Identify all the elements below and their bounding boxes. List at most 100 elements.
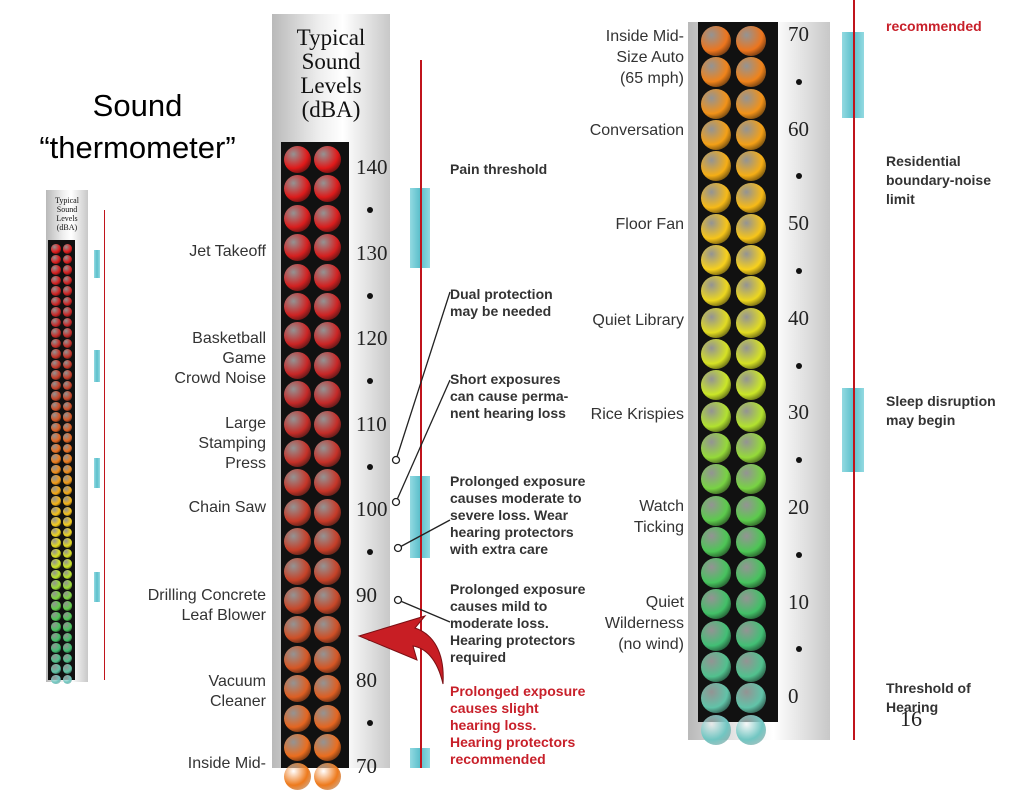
level-dot xyxy=(51,632,61,642)
source-basketball: Basketball Game Crowd Noise xyxy=(174,330,266,387)
level-dot xyxy=(701,88,731,119)
level-dot xyxy=(51,370,61,380)
level-dot xyxy=(51,412,61,422)
level-dot xyxy=(51,580,61,590)
red-arrow-icon xyxy=(357,615,444,685)
level-dot xyxy=(62,506,72,516)
level-dot xyxy=(62,286,72,296)
level-dot xyxy=(51,338,61,348)
level-dot xyxy=(736,182,766,213)
level-dot xyxy=(701,589,731,620)
red-line-right xyxy=(853,0,855,740)
level-dot xyxy=(314,234,341,262)
level-dot xyxy=(736,26,766,56)
level-dot xyxy=(62,349,72,359)
source-jet-takeoff: Jet Takeoff xyxy=(189,243,266,260)
tick-label: 80 xyxy=(356,668,377,692)
level-dot xyxy=(62,412,72,422)
level-dot xyxy=(51,611,61,621)
note-residential-limit: Residential boundary-noise limit xyxy=(886,153,992,207)
level-dot xyxy=(701,213,731,244)
level-dot xyxy=(51,454,61,464)
level-dot xyxy=(284,440,311,467)
level-dot xyxy=(701,432,731,463)
level-dot xyxy=(284,175,311,203)
level-dot xyxy=(314,146,341,173)
level-dot xyxy=(284,528,311,556)
level-dot xyxy=(314,616,341,644)
level-dot xyxy=(51,265,61,275)
source-conversation: Conversation xyxy=(589,122,684,139)
source-inside-auto: Inside Mid- Size Auto (65 mph) xyxy=(605,28,684,87)
level-dot xyxy=(284,263,311,291)
level-dot xyxy=(314,645,341,673)
level-dot xyxy=(314,263,341,291)
scale-header-line-3: Levels xyxy=(300,73,362,98)
level-dot xyxy=(314,498,341,526)
level-dot xyxy=(62,527,72,537)
tick-label: 60 xyxy=(788,116,809,141)
level-dot xyxy=(51,380,61,390)
level-dot xyxy=(701,620,731,651)
slide-title: Sound “thermometer” xyxy=(0,85,275,169)
level-dot xyxy=(62,265,72,275)
level-dot xyxy=(51,622,61,632)
level-dot xyxy=(62,422,72,432)
tick-bullet xyxy=(796,551,802,558)
level-dot xyxy=(736,57,766,88)
level-dot xyxy=(51,590,61,600)
level-dot xyxy=(736,370,766,401)
level-dot xyxy=(51,286,61,296)
note-moderate-severe: Prolonged exposure causes moderate to se… xyxy=(450,473,586,557)
thumbnail-band-1 xyxy=(94,250,100,278)
level-dot xyxy=(62,338,72,348)
level-dot xyxy=(314,734,341,761)
level-dot xyxy=(314,469,341,497)
level-dot xyxy=(51,559,61,569)
level-dot xyxy=(284,351,311,379)
thumbnail-header-line-1: Typical xyxy=(55,196,79,205)
level-dot xyxy=(62,559,72,569)
tick-bullet xyxy=(367,207,373,214)
level-dot xyxy=(284,557,311,585)
level-dot xyxy=(51,317,61,327)
level-dot xyxy=(62,244,72,254)
tick-bullet xyxy=(796,267,802,274)
thumbnail-header-line-2: Sound xyxy=(56,205,78,214)
level-dot xyxy=(284,616,311,644)
level-dot xyxy=(62,454,72,464)
tick-label: 90 xyxy=(356,582,377,607)
level-dot xyxy=(62,653,72,663)
level-dot xyxy=(62,580,72,590)
level-dot xyxy=(314,675,341,703)
level-dot xyxy=(701,276,731,307)
level-dot xyxy=(284,410,311,438)
level-dot xyxy=(62,464,72,474)
note-short-exposures: Short exposures can cause perma- nent he… xyxy=(450,371,569,421)
level-dot xyxy=(701,401,731,432)
tick-label: 40 xyxy=(788,305,809,330)
tick-label: 120 xyxy=(356,326,388,350)
level-dot xyxy=(284,675,311,703)
level-dot xyxy=(62,380,72,390)
level-dot xyxy=(701,57,731,88)
level-dot xyxy=(314,440,341,467)
level-dot xyxy=(736,464,766,495)
level-dot xyxy=(62,433,72,443)
source-vacuum: Vacuum Cleaner xyxy=(208,673,266,710)
thumbnail-thermometer: Typical Sound Levels (dBA) xyxy=(0,190,150,690)
level-dot xyxy=(62,538,72,548)
level-dot xyxy=(62,664,72,674)
dot-column-right xyxy=(698,22,778,745)
level-dot xyxy=(284,293,311,320)
level-dot xyxy=(51,391,61,401)
tick-label: 20 xyxy=(788,495,809,519)
level-dot xyxy=(62,443,72,453)
level-dot xyxy=(701,652,731,682)
level-dot xyxy=(701,464,731,495)
level-dot xyxy=(314,204,341,232)
level-dot xyxy=(62,317,72,327)
source-watch-ticking: Watch Ticking xyxy=(633,498,684,536)
level-dot xyxy=(284,322,311,350)
source-rice-krispies: Rice Krispies xyxy=(590,406,684,423)
